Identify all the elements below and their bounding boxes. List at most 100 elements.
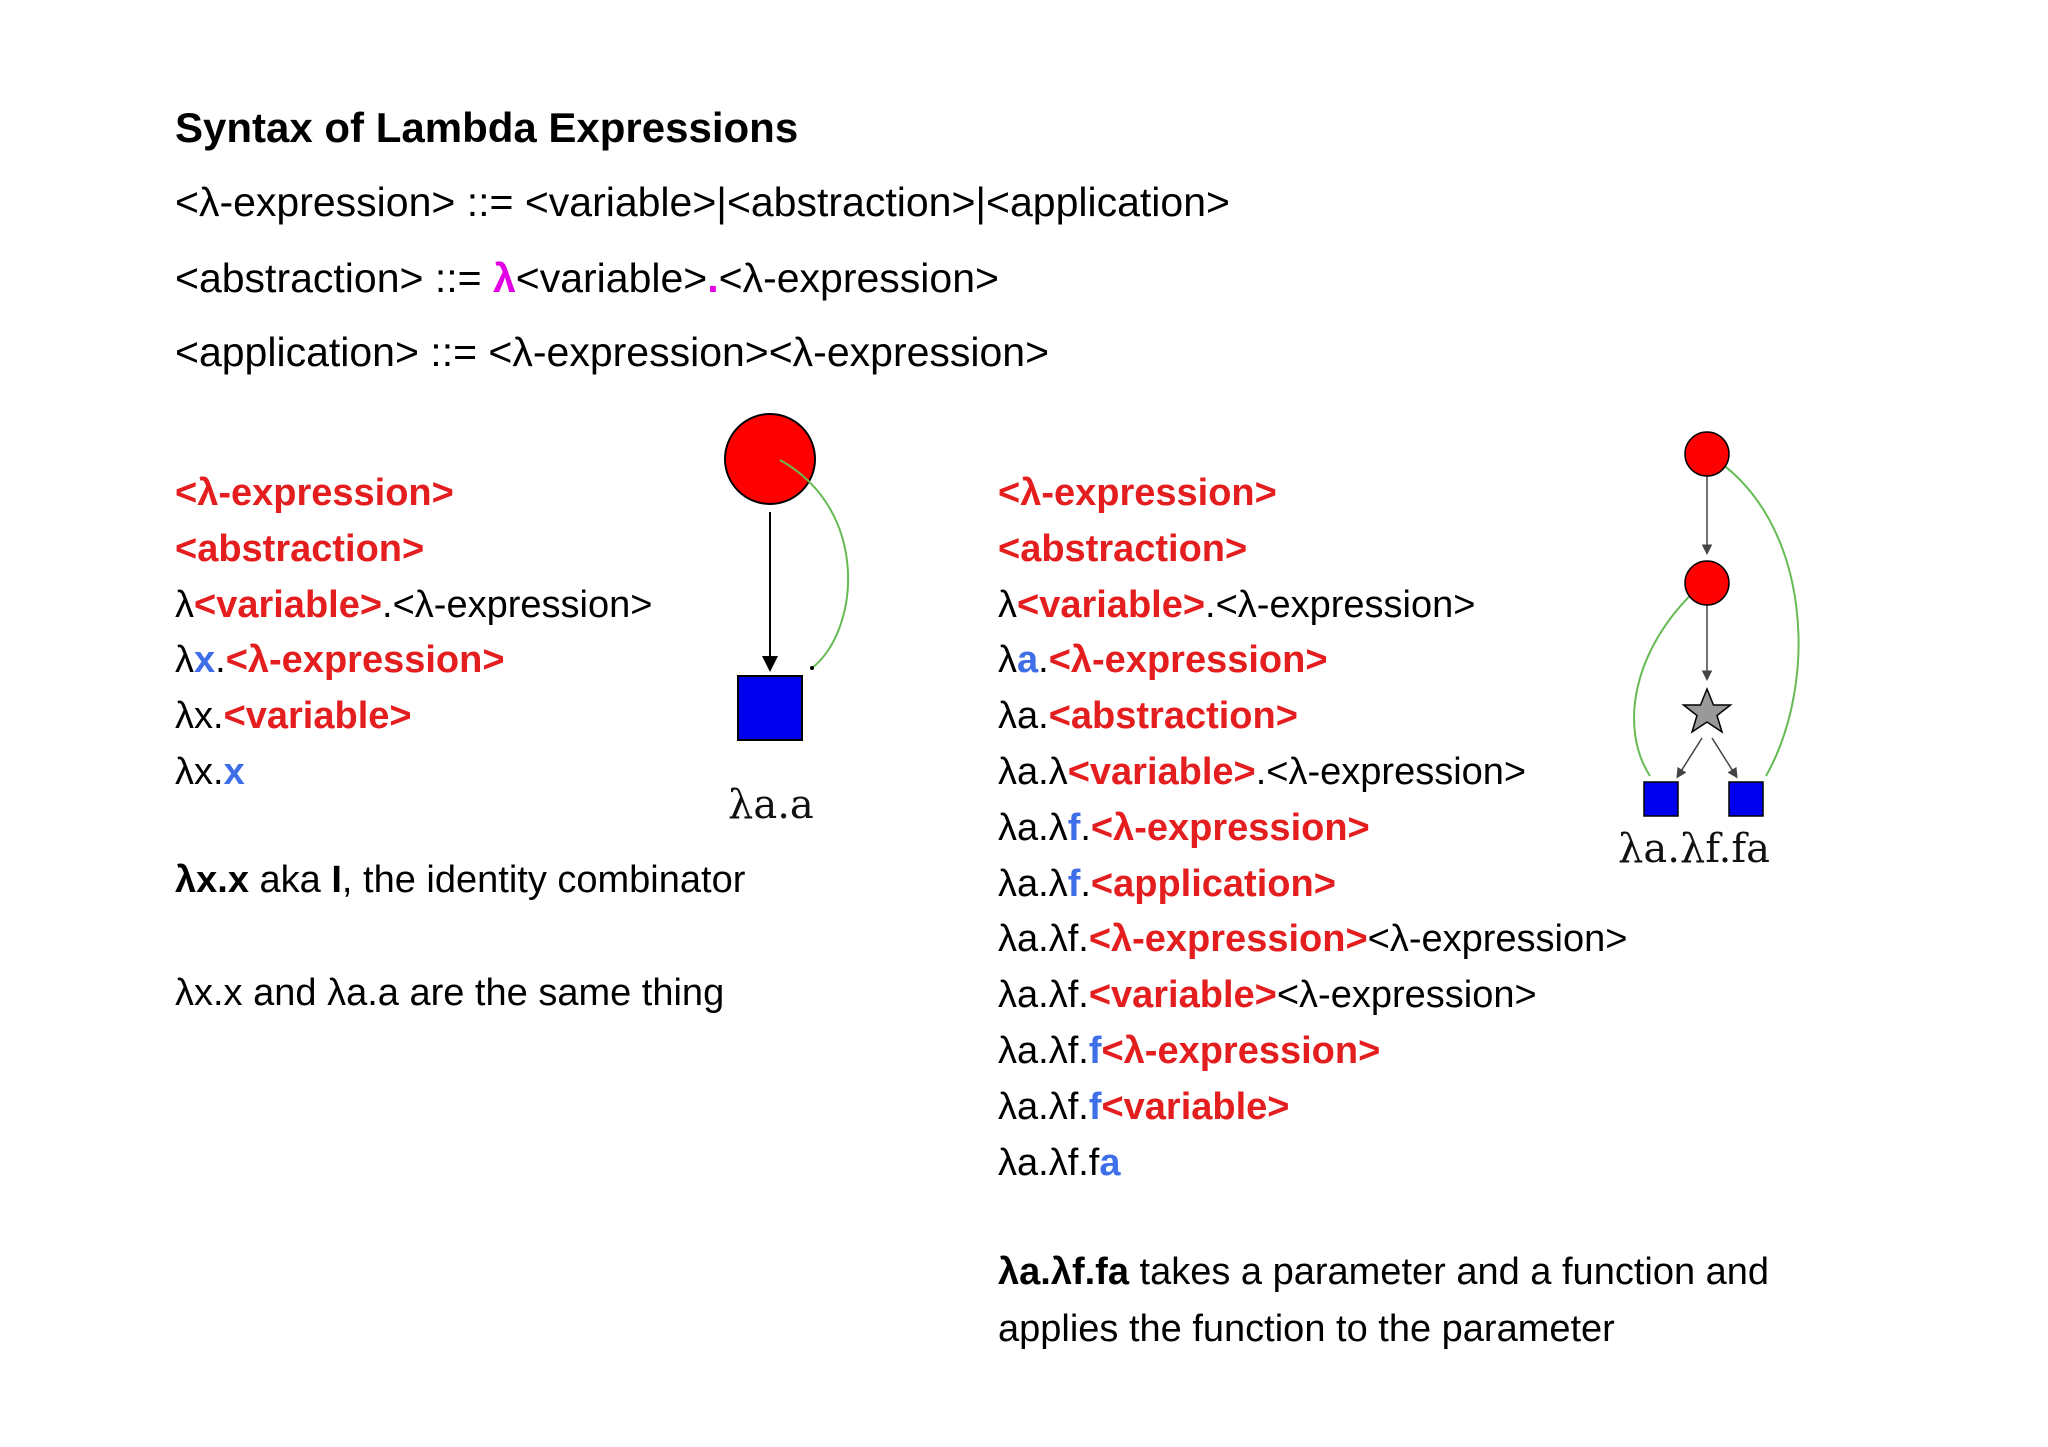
- bound-variable: a: [1099, 1141, 1121, 1184]
- nonterminal: <variable>: [1101, 1085, 1290, 1128]
- derivation-text: <λ-expression>: [1367, 918, 1628, 961]
- nonterminal: <variable>: [1067, 750, 1256, 793]
- identity-term: λx.x: [175, 859, 249, 901]
- note-text: aka: [248, 859, 332, 901]
- derivation-step: λa.λf.fa: [998, 1136, 1627, 1192]
- bound-variable: x: [194, 639, 216, 682]
- derivation-text: .: [1080, 862, 1091, 905]
- nonterminal: <λ-expression>: [998, 472, 1277, 514]
- apply-derivation: <λ-expression><abstraction>λ<variable>.<…: [998, 466, 1627, 1191]
- derivation-text: .: [215, 639, 226, 682]
- bound-variable: f: [1067, 806, 1081, 849]
- derivation-text: .<λ-expression>: [382, 583, 653, 626]
- note-text: takes a parameter and a function and: [1128, 1251, 1770, 1293]
- derivation-step: λa.λf.<λ-expression>: [998, 801, 1627, 857]
- bound-variable: x: [223, 750, 245, 793]
- derivation-text: λa.λf.: [998, 974, 1089, 1017]
- derivation-text: λ: [998, 583, 1017, 626]
- nonterminal: <λ-expression>: [1101, 1029, 1381, 1072]
- bound-variable: f: [1088, 1029, 1102, 1072]
- derivation-step: λa.λf.<λ-expression><λ-expression>: [998, 912, 1627, 968]
- dot-symbol: .: [707, 255, 719, 301]
- nonterminal: <variable>: [223, 695, 412, 738]
- derivation-text: λa.λf.: [998, 1029, 1089, 1072]
- derivation-text: λa.λ: [998, 862, 1068, 905]
- alpha-equivalence-note: λx.x and λa.a are the same thing: [175, 972, 725, 1014]
- derivation-text: λa.λf.f: [998, 1141, 1100, 1184]
- nonterminal: <abstraction>: [998, 527, 1248, 570]
- nonterminal: <λ-expression>: [1048, 639, 1328, 682]
- rule-text: <λ-expression>: [718, 255, 999, 301]
- derivation-step: λa.λf.f<λ-expression>: [998, 1024, 1627, 1080]
- derivation-text: λ: [175, 639, 194, 682]
- derivation-step: λx.<λ-expression>: [175, 633, 652, 689]
- nonterminal: <λ-expression>: [1088, 918, 1368, 961]
- application-star-node: [1681, 687, 1733, 734]
- derivation-text: λx.: [175, 695, 224, 738]
- derivation-text: λa.λf.: [998, 1085, 1089, 1128]
- inner-abstraction-node: [1684, 560, 1730, 606]
- derivation-text: λ: [175, 583, 194, 626]
- app-right-edge: [1711, 737, 1738, 779]
- derivation-text: .: [1038, 639, 1049, 682]
- identity-note: λx.x aka I, the identity combinator: [175, 852, 745, 908]
- derivation-text: λa.λ: [998, 750, 1068, 793]
- apply-note-line2: applies the function to the parameter: [998, 1308, 1615, 1350]
- apply-graph-label: λa.λf.fa: [1618, 826, 1771, 872]
- derivation-text: λa.: [998, 695, 1049, 738]
- derivation-step: λa.<λ-expression>: [998, 633, 1627, 689]
- nonterminal: <λ-expression>: [175, 472, 454, 514]
- derivation-step: λ<variable>.<λ-expression>: [175, 578, 652, 634]
- rule-text: <abstraction> ::=: [175, 255, 493, 301]
- apply-note-line1: λa.λf.fa takes a parameter and a functio…: [998, 1244, 1769, 1300]
- derivation-step: <λ-expression>: [998, 466, 1627, 522]
- binding-edge-a: [1711, 456, 1800, 777]
- derivation-text: <λ-expression>: [1276, 974, 1537, 1017]
- derivation-step: λ<variable>.<λ-expression>: [998, 578, 1627, 634]
- derivation-step: <abstraction>: [998, 522, 1627, 578]
- derivation-text: λa.λf.: [998, 918, 1089, 961]
- derivation-step: λa.<abstraction>: [998, 689, 1627, 745]
- app-left-edge: [1676, 737, 1703, 779]
- variable-f-node: [1643, 781, 1679, 817]
- nonterminal: <variable>: [1017, 583, 1206, 626]
- abstraction-node: [724, 413, 816, 505]
- identity-derivation: <λ-expression><abstraction>λ<variable>.<…: [175, 466, 652, 801]
- apply-graph: [1633, 431, 1800, 817]
- identity-letter: I: [331, 859, 342, 901]
- variable-a-node: [1728, 781, 1764, 817]
- derivation-step: λa.λf.f<variable>: [998, 1080, 1627, 1136]
- derivation-text: λa.λ: [998, 806, 1068, 849]
- apply-term: λa.λf.fa: [998, 1251, 1129, 1293]
- derivation-step: <abstraction>: [175, 522, 652, 578]
- lambda-symbol: λ: [492, 255, 516, 301]
- nonterminal: <λ-expression>: [1090, 806, 1370, 849]
- derivation-text: .: [1080, 806, 1091, 849]
- nonterminal: <abstraction>: [175, 527, 425, 570]
- nonterminal: <variable>: [194, 583, 383, 626]
- rule-text: <variable>: [515, 255, 708, 301]
- grammar-rule-abstraction: <abstraction> ::= λ<variable>.<λ-express…: [175, 248, 999, 308]
- derivation-step: λa.λf.<application>: [998, 857, 1627, 913]
- identity-graph: [724, 413, 850, 741]
- nonterminal: <variable>: [1088, 974, 1277, 1017]
- grammar-rule-application: <application> ::= <λ-expression><λ-expre…: [175, 329, 1050, 375]
- derivation-step: λa.λ<variable>.<λ-expression>: [998, 745, 1627, 801]
- derivation-text: λ: [998, 639, 1017, 682]
- bound-variable: f: [1088, 1085, 1102, 1128]
- binding-edge-f: [1633, 585, 1701, 777]
- binding-edge: [779, 459, 850, 669]
- grammar-rule-expression: <λ-expression> ::= <variable>|<abstracti…: [175, 179, 1230, 225]
- note-text: , the identity combinator: [341, 859, 746, 901]
- nonterminal: <application>: [1090, 862, 1336, 905]
- nonterminal: <λ-expression>: [225, 639, 505, 682]
- nonterminal: <abstraction>: [1048, 695, 1298, 738]
- bound-variable: f: [1067, 862, 1081, 905]
- derivation-step: λa.λf.<variable><λ-expression>: [998, 968, 1627, 1024]
- derivation-step: λx.x: [175, 745, 652, 801]
- identity-graph-label: λa.a: [728, 782, 814, 828]
- derivation-text: .<λ-expression>: [1255, 750, 1527, 793]
- derivation-text: .<λ-expression>: [1205, 583, 1476, 626]
- derivation-step: λx.<variable>: [175, 689, 652, 745]
